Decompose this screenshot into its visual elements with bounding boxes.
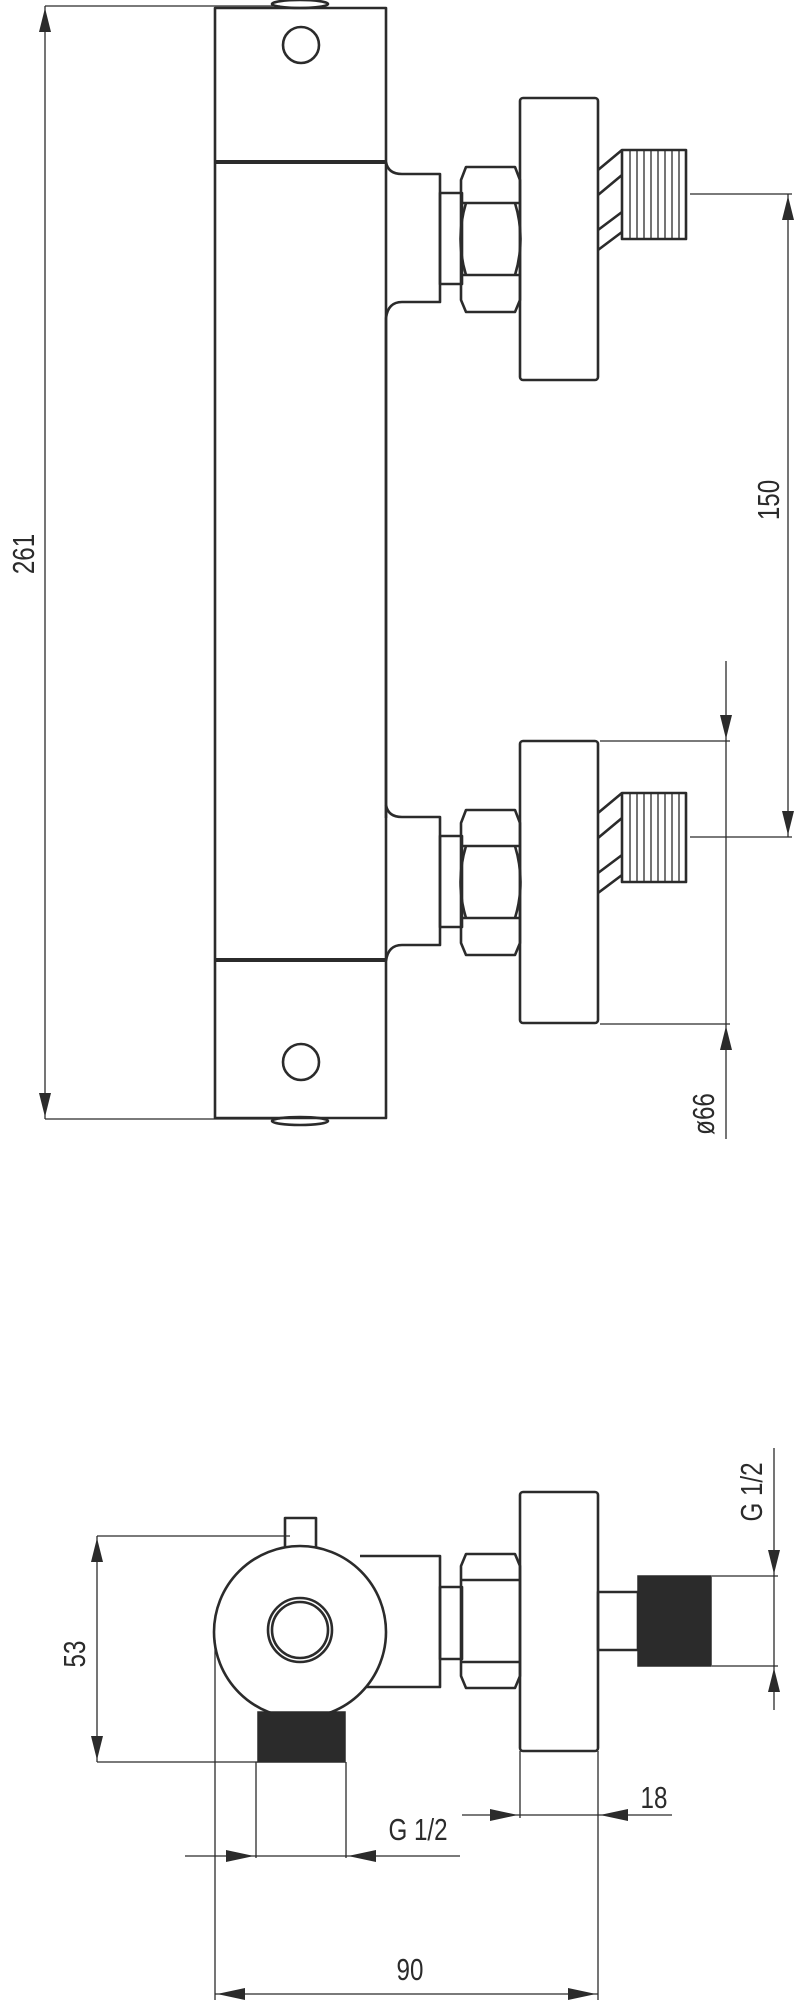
side-view: G 1/2 53 G 1/2 18: [57, 1448, 780, 2000]
bottom-thread: [257, 1711, 346, 1763]
dimension-inlet-spacing: 150: [690, 193, 794, 838]
dimension-18: 18: [462, 1751, 672, 2000]
dimension-flange-diameter: ø66: [600, 661, 732, 1139]
label-150: 150: [751, 480, 786, 520]
label-53: 53: [57, 1641, 92, 1668]
dimension-inlet-thread: G 1/2: [712, 1448, 780, 1710]
dimension-outlet-thread: G 1/2: [185, 1640, 460, 2000]
bottom-hole: [281, 1042, 321, 1082]
label-66: ø66: [686, 1093, 721, 1135]
dimension-53: 53: [57, 1535, 290, 1763]
valve-body: [213, 0, 388, 1127]
top-hole: [281, 25, 321, 65]
inlet-connector-bottom: [384, 739, 688, 1025]
inlet-connector-top: [384, 96, 688, 382]
label-90: 90: [397, 1952, 424, 1987]
label-g12-bottom: G 1/2: [388, 1812, 447, 1847]
label-261: 261: [6, 534, 41, 574]
dimension-90: 90: [215, 1952, 598, 2000]
thread: [629, 150, 680, 239]
outlet-thread: [637, 1575, 712, 1667]
dimension-height: 261: [6, 5, 280, 1120]
front-view: 261 150 ø66: [6, 0, 794, 1139]
label-18: 18: [641, 1780, 668, 1815]
label-g12-right: G 1/2: [734, 1462, 769, 1521]
